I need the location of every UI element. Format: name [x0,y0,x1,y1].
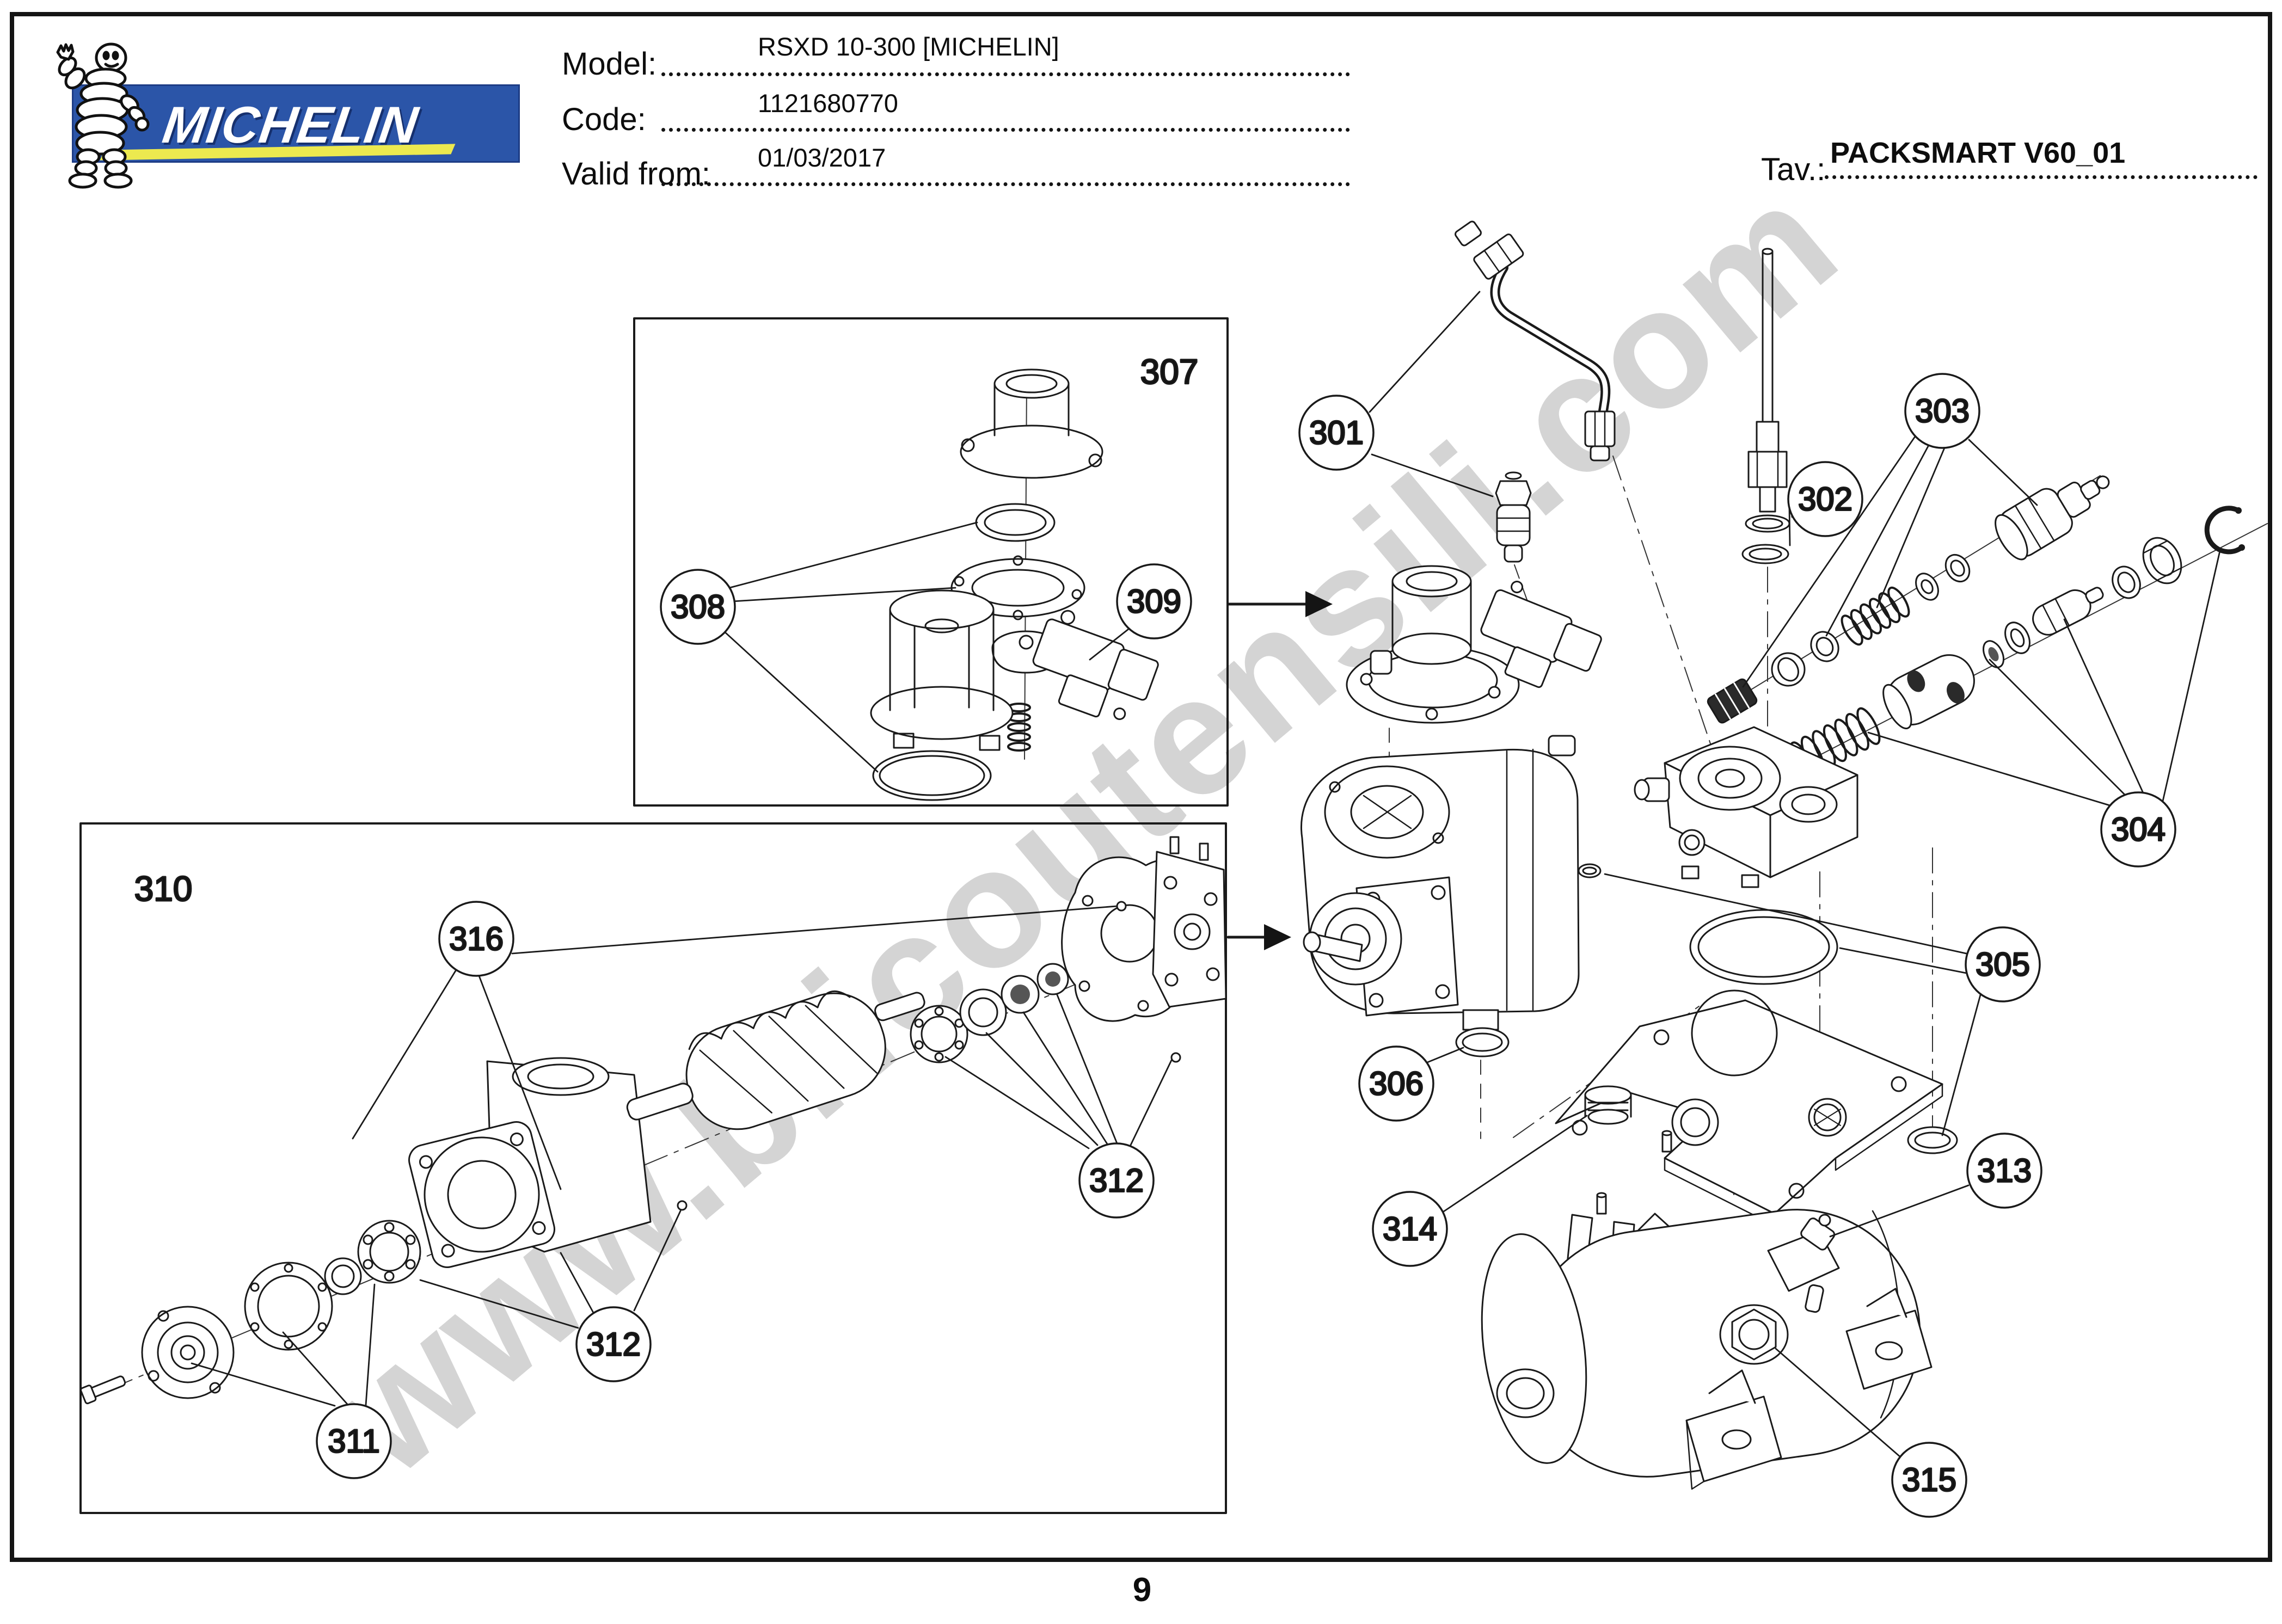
reference-arrows [1226,591,1333,950]
pump-assembly [1301,735,1602,1031]
model-value: RSXD 10-300 [MICHELIN] [758,32,1059,61]
svg-text:311: 311 [328,1423,380,1460]
callout-303: 303 [1904,373,1980,449]
tav-value: PACKSMART V60_01 [1830,137,2126,169]
page-border [10,12,2272,1562]
svg-text:301: 301 [1309,415,1364,451]
model-dotted-line [661,72,1350,76]
code-dotted-line [661,128,1350,132]
svg-text:312: 312 [1089,1162,1144,1199]
leader-lines [191,291,2221,1459]
callout-301: 301 [1298,395,1375,471]
callout-312-right: 312 [1078,1142,1155,1219]
dipstick-assembly [1741,248,1790,564]
regulator-valve-exploded [870,368,1159,801]
callout-316: 316 [438,901,514,977]
callout-309: 309 [1116,563,1192,639]
valid-from-dotted-line [661,182,1350,186]
tav-label: Tav.: [1761,152,1826,187]
svg-text:308: 308 [671,589,725,625]
airend-exploded [79,836,1227,1405]
o-rings [1455,909,1958,1154]
code-label: Code: [562,102,646,137]
inset-box-310-label: 310 [134,869,193,908]
valve-parts-304 [1789,506,2245,779]
michelin-man-icon [56,42,150,189]
callout-304: 304 [2100,791,2176,868]
callout-315: 315 [1891,1442,1967,1518]
inset-box-307-label: 307 [1140,352,1199,391]
callout-305: 305 [1965,926,2041,1002]
model-label: Model: [562,46,657,82]
svg-text:316: 316 [449,921,504,957]
pipe-assembly [1455,220,1616,563]
unloader-valve [1346,565,1602,724]
svg-text:312: 312 [586,1326,641,1363]
valve-parts-303 [1707,475,2110,724]
solenoid-valve [1032,610,1159,721]
svg-text:314: 314 [1383,1211,1437,1247]
svg-text:309: 309 [1127,583,1181,620]
code-value: 1121680770 [758,89,898,118]
callout-311: 311 [316,1403,392,1479]
manifold-block [1634,726,1858,888]
receiver-tank [1481,1209,1933,1490]
callout-308: 308 [660,569,736,645]
svg-text:302: 302 [1798,481,1852,518]
callout-302: 302 [1787,461,1863,537]
svg-text:305: 305 [1976,946,2030,983]
tav-dotted-line [1825,175,2258,179]
drain-valve [1767,1214,1840,1313]
svg-text:303: 303 [1915,393,1970,429]
page-number: 9 [1132,1571,1152,1609]
callout-312-left: 312 [575,1306,652,1382]
callout-314: 314 [1372,1191,1448,1267]
svg-text:306: 306 [1369,1066,1424,1102]
callout-313: 313 [1966,1133,2042,1209]
svg-text:304: 304 [2111,811,2166,848]
inset-box-307 [633,317,1229,807]
valid-from-value: 01/03/2017 [758,143,886,172]
inset-box-310 [79,822,1227,1514]
callout-306: 306 [1358,1045,1434,1122]
svg-text:313: 313 [1977,1153,2032,1189]
fill-plug [1584,1085,1632,1125]
svg-text:315: 315 [1902,1462,1956,1498]
